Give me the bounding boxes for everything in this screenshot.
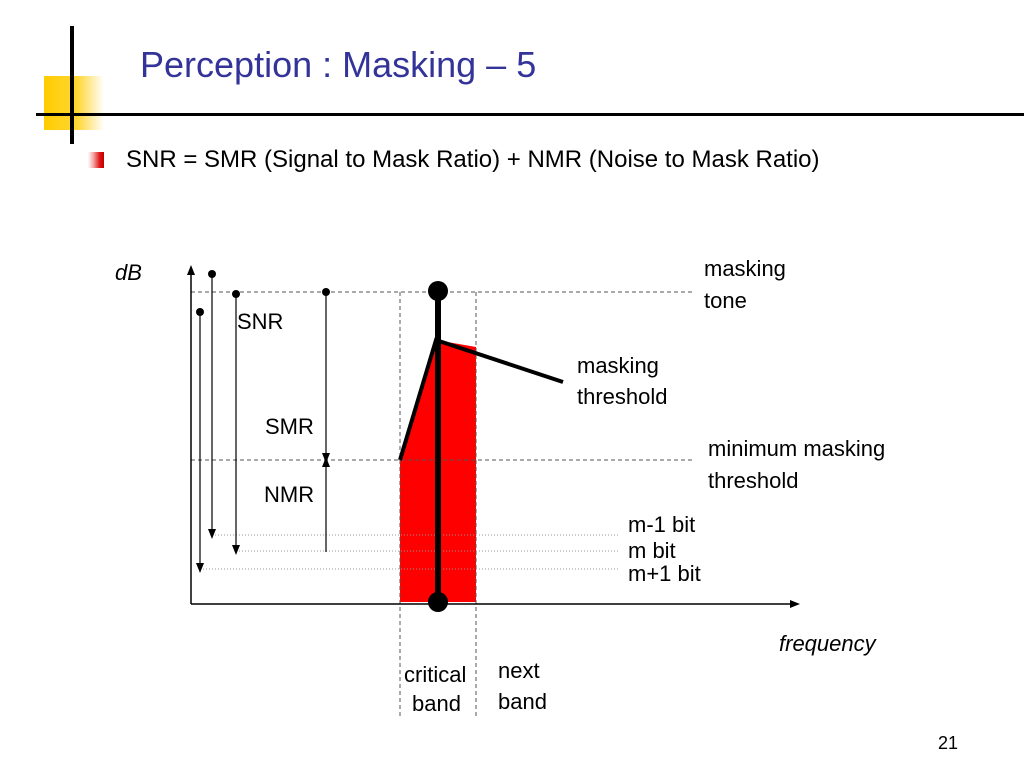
y-axis-label: dB (115, 260, 142, 285)
deco-vertical-line (70, 26, 74, 144)
slide-title: Perception : Masking – 5 (140, 44, 537, 85)
masking-tone-dot-top (428, 281, 448, 301)
nmr-label: NMR (264, 482, 314, 507)
masking-tone-label-line2: tone (704, 288, 747, 313)
measure-dot-m (232, 290, 240, 298)
critical-band-label-line2: band (412, 691, 461, 716)
x-axis-label: frequency (779, 631, 878, 656)
deco-horizontal-line (36, 113, 1024, 116)
m-minus-1-bit-label: m-1 bit (628, 512, 695, 537)
masking-threshold-label-line1: masking (577, 353, 659, 378)
smr-label: SMR (265, 414, 314, 439)
snr-label: SNR (237, 309, 283, 334)
next-band-label-line2: band (498, 689, 547, 714)
m-plus-1-bit-label: m+1 bit (628, 561, 701, 586)
measure-dot-m-minus-1 (208, 270, 216, 278)
masking-tone-label-line1: masking (704, 256, 786, 281)
measure-dot-m-plus-1 (196, 308, 204, 316)
bullet-text: SNR = SMR (Signal to Mask Ratio) + NMR (… (126, 146, 820, 173)
masking-threshold-label-line2: threshold (577, 384, 668, 409)
bullet-square-icon (88, 152, 104, 168)
critical-band-label-line1: critical (404, 662, 466, 687)
masking-tone-dot-bottom (428, 592, 448, 612)
min-masking-label-line2: threshold (708, 468, 799, 493)
deco-yellow-square (44, 76, 104, 130)
next-band-label-line1: next (498, 658, 540, 683)
bullet-item: SNR = SMR (Signal to Mask Ratio) + NMR (… (88, 146, 820, 174)
slide-number: 21 (938, 733, 959, 753)
m-bit-label: m bit (628, 538, 676, 563)
min-masking-label-line1: minimum masking (708, 436, 885, 461)
smr-dot (322, 288, 330, 296)
